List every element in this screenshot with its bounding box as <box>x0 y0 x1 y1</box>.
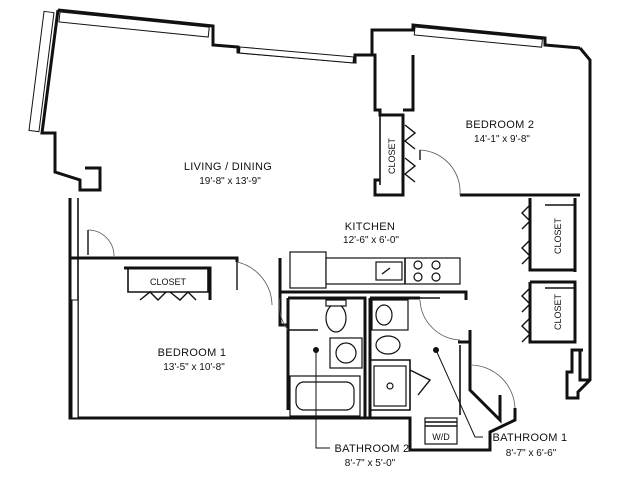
doors <box>87 124 531 409</box>
living-label: LIVING / DINING <box>184 161 272 173</box>
room-labels: LIVING / DINING 19'-8" x 13'-9" BEDROOM … <box>158 119 568 469</box>
bedroom1-dims: 13'-5" x 10'-8" <box>163 362 225 373</box>
kitchen-label: KITCHEN <box>345 221 395 233</box>
bathroom1-label: BATHROOM 1 <box>493 432 568 444</box>
refrigerator <box>289 251 327 289</box>
washer-dryer-label: W/D <box>432 432 450 442</box>
bathroom2-dims: 8'-7" x 5'-0" <box>345 458 396 469</box>
closet-labels: CLOSET CLOSET CLOSET CLOSET W/D <box>150 137 563 442</box>
kitchen-fixtures <box>289 251 461 289</box>
bedroom1-window <box>71 299 79 419</box>
bedroom2-dims: 14'-1" x 9'-8" <box>474 134 530 145</box>
living-dims: 19'-8" x 13'-9" <box>199 176 261 187</box>
closet-hall-lower-label: CLOSET <box>553 293 563 330</box>
bath1-toilet <box>375 335 401 355</box>
living-window-top <box>58 11 210 38</box>
bedroom2-window <box>413 26 543 48</box>
kitchen-dims: 12'-6" x 6'-0" <box>343 235 399 246</box>
interior-walls <box>88 53 580 420</box>
closet-bedroom2-label: CLOSET <box>387 137 397 174</box>
stove-icon <box>413 260 441 282</box>
kitchen-sink <box>375 261 403 281</box>
leaders <box>315 349 483 449</box>
closet-bedroom1-label: CLOSET <box>150 277 187 287</box>
living-window-top-right <box>238 46 355 64</box>
bedroom1-label: BEDROOM 1 <box>158 347 227 359</box>
living-window-left <box>28 10 55 133</box>
bedroom2-label: BEDROOM 2 <box>466 119 535 131</box>
bathroom1-dims: 8'-7" x 6'-6" <box>506 448 557 459</box>
windows <box>28 10 543 419</box>
bath2-toilet <box>325 303 347 333</box>
bathroom2-label: BATHROOM 2 <box>335 443 410 455</box>
bathroom-fixtures <box>289 299 458 445</box>
closet-hall-upper-label: CLOSET <box>553 217 563 254</box>
